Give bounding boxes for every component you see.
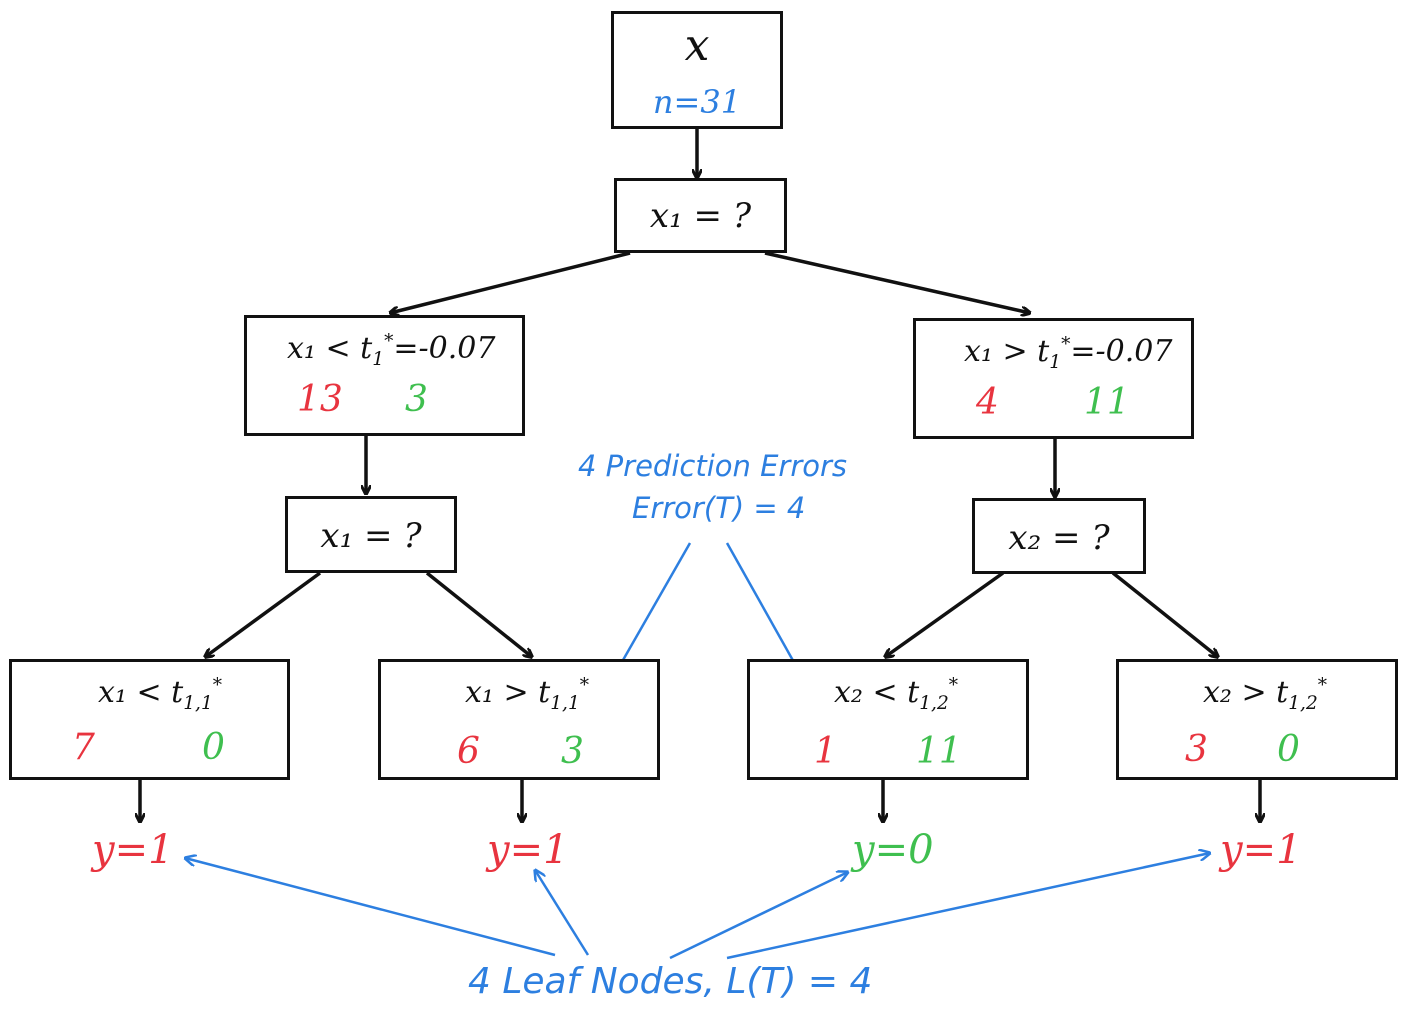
split-node-root: x₁ = ? [614,178,787,253]
leaf-4-condition-pre: x₂ > t [1203,675,1289,710]
leaf-node-2: x₁ > t1,1* 6 3 [378,659,660,780]
right-condition-post: =-0.07 [1070,334,1173,369]
split-node-left: x₁ = ? [285,496,457,573]
edge-splitleft-leaf2 [425,571,532,657]
leaf-node-1: x₁ < t1,1* 7 0 [9,659,290,780]
leaf-arrow-2 [535,870,590,956]
leaf-1-condition-sub: 1,1 [183,693,213,714]
leaf-4-prediction: y=1 [1220,827,1302,873]
errors-annotation-line2: Error(T) = 4 [632,491,806,525]
leaf-arrow-4 [726,853,1210,960]
leaf-node-4: x₂ > t1,2* 3 0 [1116,659,1398,780]
leaf-2-condition-pre: x₁ > t [465,675,551,710]
leaf-3-condition-sub: 1,2 [919,693,949,714]
root-label: x [684,20,710,71]
root-node: x n=31 [611,11,783,129]
leaf-4-condition: x₂ > t1,2* [1203,675,1328,713]
leaf-3-red-count: 1 [814,731,837,772]
right-condition-sub: 1 [1049,352,1062,373]
leaf-2-condition-sup: * [579,675,590,696]
left-condition-sub: 1 [372,349,385,370]
leaf-1-red-count: 7 [72,727,95,768]
split-left-label: x₁ = ? [320,516,422,556]
leaf-3-condition-sup: * [948,675,959,696]
leaf-1-condition-pre: x₁ < t [98,675,184,710]
leaf-4-condition-sub: 1,2 [1288,693,1318,714]
root-count: n=31 [652,83,742,121]
leaf-2-condition: x₁ > t1,1* [465,675,590,713]
edge-splitright-leaf3 [885,571,1005,657]
split-root-label: x₁ = ? [649,196,752,236]
leaves-annotation: 4 Leaf Nodes, L(T) = 4 [468,961,873,1002]
left-child-red-count: 13 [297,379,343,420]
left-condition-sup: * [384,331,394,352]
edge-splitright-leaf4 [1111,571,1218,657]
leaf-node-3: x₂ < t1,2* 1 11 [747,659,1029,780]
leaf-3-condition: x₂ < t1,2* [834,675,959,713]
leaf-4-condition-sup: * [1317,675,1328,696]
leaf-1-green-count: 0 [202,727,225,768]
right-child-green-count: 11 [1084,382,1130,423]
right-condition-sup: * [1061,334,1071,355]
leaf-3-green-count: 11 [916,731,962,772]
split-node-right: x₂ = ? [972,498,1146,574]
right-child-condition: x₁ > t1*=-0.07 [964,334,1173,372]
leaf-4-green-count: 0 [1277,729,1300,770]
leaf-arrow-3 [669,872,848,960]
edge-split1-right [764,251,1030,313]
leaf-1-prediction: y=1 [92,827,174,873]
left-condition-pre: x₁ < t [287,331,373,366]
leaf-3-prediction: y=0 [852,827,934,873]
left-child-node: x₁ < t1*=-0.07 13 3 [244,315,525,436]
leaf-1-condition: x₁ < t1,1* [98,675,223,713]
right-child-red-count: 4 [976,382,999,423]
leaf-3-condition-pre: x₂ < t [834,675,920,710]
leaf-2-red-count: 6 [457,731,480,772]
leaf-2-condition-sub: 1,1 [550,693,580,714]
leaf-2-prediction: y=1 [487,827,569,873]
errors-annotation-line1: 4 Prediction Errors [578,449,848,483]
leaf-2-green-count: 3 [561,731,584,772]
split-right-label: x₂ = ? [1008,518,1110,558]
leaf-4-red-count: 3 [1185,729,1208,770]
right-child-node: x₁ > t1*=-0.07 4 11 [913,318,1194,439]
left-child-condition: x₁ < t1*=-0.07 [287,331,496,369]
right-condition-pre: x₁ > t [964,334,1050,369]
left-child-green-count: 3 [405,379,428,420]
left-condition-post: =-0.07 [393,331,496,366]
leaf-arrow-1 [185,858,556,957]
edge-split1-left [390,251,631,313]
edge-splitleft-leaf1 [205,571,322,657]
leaf-1-condition-sup: * [212,675,223,696]
